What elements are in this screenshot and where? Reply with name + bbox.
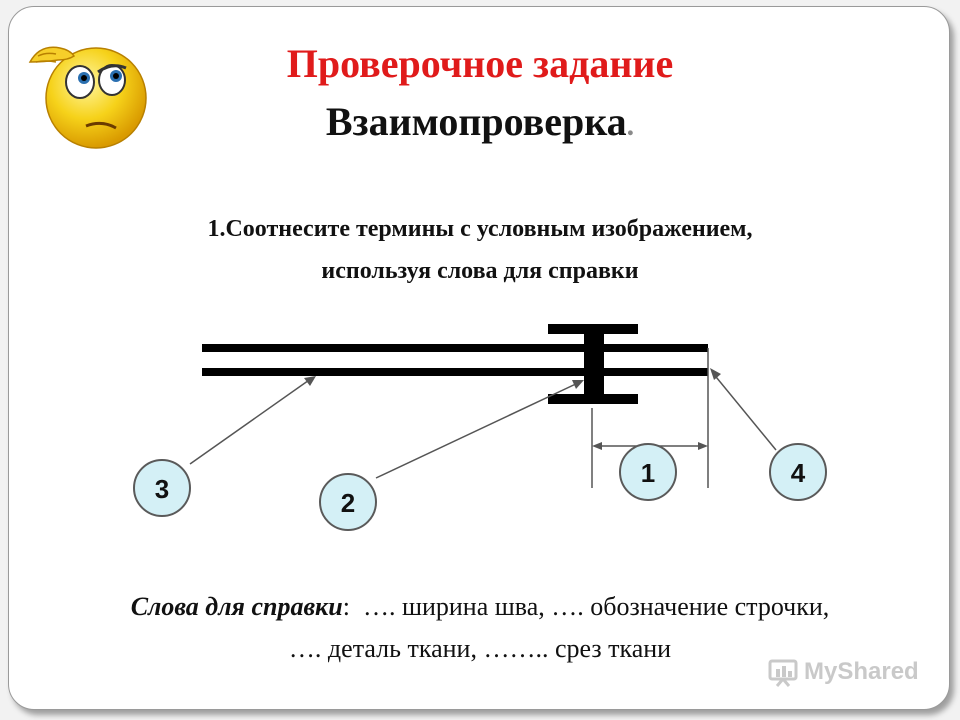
fabric-line-bottom: [202, 368, 708, 376]
leader-2: [375, 381, 581, 479]
marker-4-label: 4: [791, 458, 806, 488]
marker-2: 2: [319, 473, 377, 531]
reference-line-2: …. деталь ткани, …….. срез ткани: [288, 634, 672, 663]
task-line-2: используя слова для справки: [321, 258, 639, 284]
reference-words-line-1: Слова для справки: …. ширина шва, …. обо…: [30, 586, 930, 628]
reference-colon: :: [342, 592, 350, 621]
subtitle-dot: .: [626, 109, 635, 142]
reference-line-1: …. ширина шва, …. обозначение строчки,: [362, 592, 830, 621]
task-line-1: 1.Соотнесите термины с условным изображе…: [207, 216, 753, 242]
watermark-text: MyShared: [804, 658, 919, 685]
stitch-bar-vertical: [584, 324, 604, 404]
marker-3: 3: [133, 459, 191, 517]
reference-words: Слова для справки: …. ширина шва, …. обо…: [30, 586, 930, 670]
seam-diagram: 3 2 1 4: [58, 318, 868, 538]
leader-4: [711, 371, 777, 451]
fabric-line-top: [202, 344, 708, 352]
marker-1-label: 1: [641, 458, 655, 488]
myshared-watermark: MyShared: [768, 652, 919, 692]
confused-smiley-icon: [28, 46, 147, 149]
leader-3: [189, 377, 313, 465]
marker-3-label: 3: [155, 474, 169, 504]
subtitle-text: Взаимопроверка: [325, 99, 627, 144]
task-text: 1.Соотнесите термины с условным изображе…: [60, 208, 900, 292]
marker-2-label: 2: [341, 488, 355, 518]
marker-1: 1: [619, 443, 677, 501]
reference-label: Слова для справки: [130, 592, 343, 621]
slide-title: Проверочное задание: [286, 41, 674, 86]
slide-subtitle: Взаимопроверка.: [0, 98, 960, 145]
myshared-logo-icon: [768, 659, 798, 687]
marker-4: 4: [769, 443, 827, 501]
